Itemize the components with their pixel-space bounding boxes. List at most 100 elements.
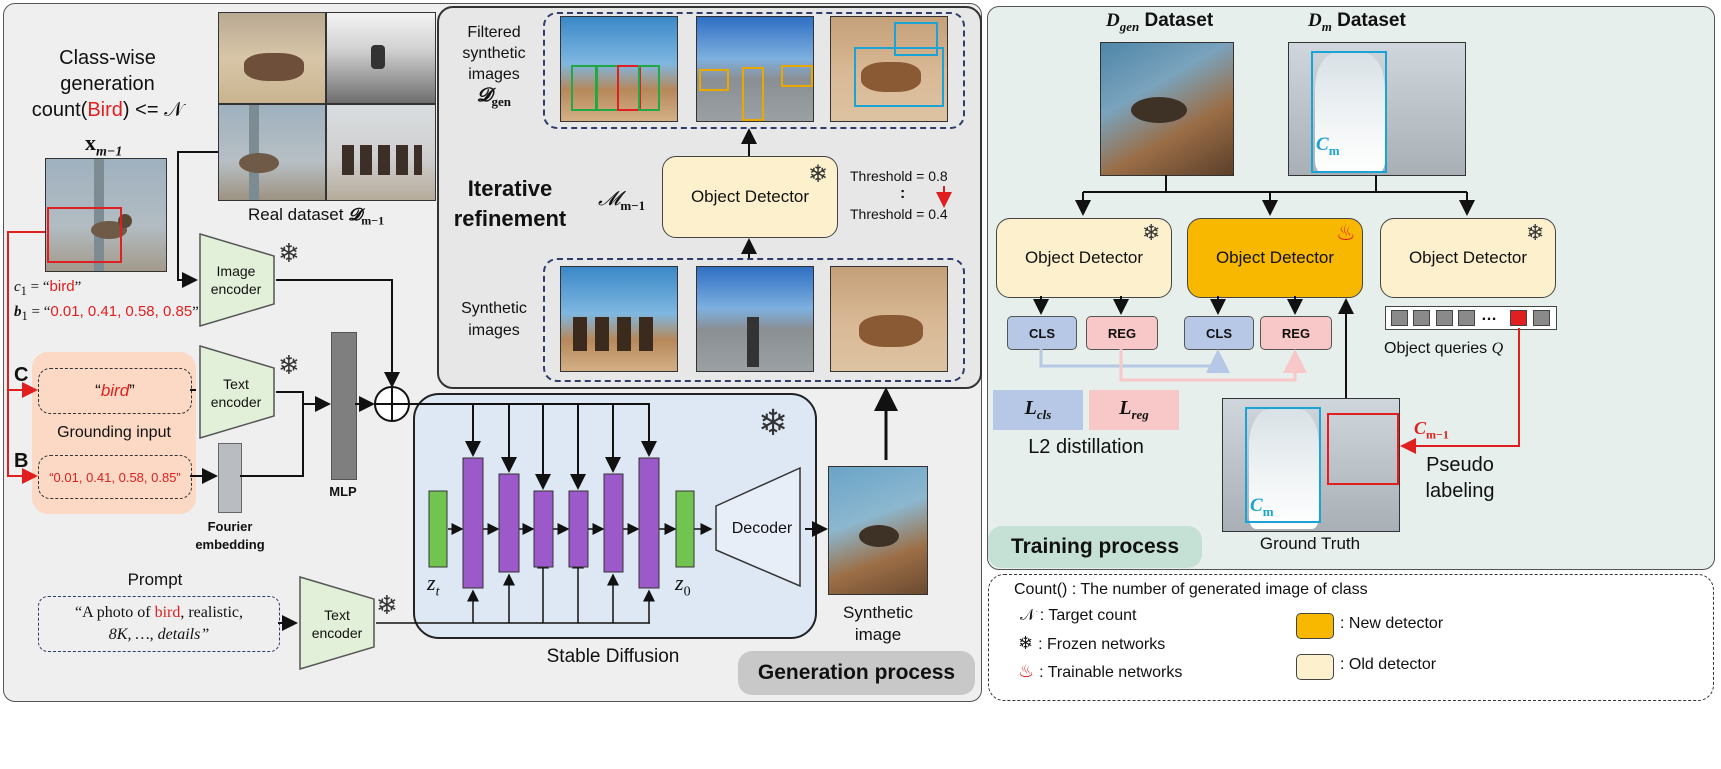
real-photo-parking-meter xyxy=(326,12,436,104)
lreg-loss: Lreg xyxy=(1089,390,1179,430)
snowflake-icon: ❄ xyxy=(808,161,829,188)
threshold-dots: : xyxy=(900,185,906,202)
prompt-box: “A photo of bird, realistic, 8K, …, deta… xyxy=(38,596,280,652)
legend-target: 𝒩 : Target count xyxy=(1020,607,1137,624)
snowflake-icon: ❄ xyxy=(278,238,300,268)
text-encoder-2-label: Text encoder xyxy=(311,607,363,641)
zt-block xyxy=(428,490,448,568)
cm-label-gt: Cm xyxy=(1250,495,1274,519)
text-encoder-1 xyxy=(199,344,275,440)
real-photo-bird xyxy=(218,104,326,201)
threshold-top: Threshold = 0.8 xyxy=(850,168,948,184)
refinement-object-detector: Object Detector xyxy=(662,156,838,238)
zt-label: zt xyxy=(427,570,440,600)
unet-down-2 xyxy=(498,473,520,573)
decoder-label: Decoder xyxy=(731,520,793,537)
real-dataset-label: Real dataset 𝓓m−1 xyxy=(248,205,385,228)
ground-truth-photo xyxy=(1222,398,1400,532)
snowflake-icon: ❄ xyxy=(376,590,398,620)
cm-bounding-box xyxy=(1311,51,1387,173)
training-detector-new: Object Detector xyxy=(1187,218,1363,298)
dgen-dataset-title: Dgen Dataset xyxy=(1106,10,1214,34)
grounding-input-panel xyxy=(32,352,196,514)
real-photo-horses-sitting xyxy=(218,12,326,104)
unet-blocks xyxy=(428,403,713,624)
legend-panel xyxy=(988,574,1714,701)
grounding-input-label: Grounding input xyxy=(57,424,171,441)
unet-down-1 xyxy=(462,457,484,589)
snowflake-icon: ❄ xyxy=(758,402,789,443)
training-process-label: Training process xyxy=(988,526,1202,568)
training-detector-old-left: Object Detector xyxy=(996,218,1172,298)
synthetic-horses-image xyxy=(560,266,678,372)
legend-new-detector-swatch xyxy=(1296,613,1334,639)
flame-icon: ♨ xyxy=(1336,220,1356,245)
snowflake-icon: ❄ xyxy=(1018,633,1039,653)
gt-cm-box xyxy=(1245,407,1321,523)
snowflake-icon: ❄ xyxy=(278,350,300,380)
mlp-label: MLP xyxy=(329,484,357,499)
label-C: C xyxy=(14,364,29,386)
x-m-1-label: xm−1 xyxy=(85,130,123,160)
image-encoder xyxy=(199,232,275,328)
legend-count: Count() : The number of generated image … xyxy=(1014,581,1368,598)
legend-trainable: ♨ : Trainable networks xyxy=(1018,661,1183,681)
filtered-cows-image xyxy=(830,16,948,122)
synthetic-images-dashed xyxy=(543,258,965,382)
classwise-title: Class-wise generation count(Bird) <= 𝒩 xyxy=(31,47,184,121)
unet-up-2 xyxy=(638,457,660,589)
decoder-block xyxy=(715,466,801,588)
ground-truth-label: Ground Truth xyxy=(1259,534,1361,553)
stable-diffusion-label: Stable Diffusion xyxy=(546,646,680,667)
b1-label: b1 = “0.01, 0.41, 0.58, 0.85” xyxy=(14,303,199,323)
training-detector-old-right: Object Detector xyxy=(1380,218,1556,298)
dm-vase-photo xyxy=(1288,42,1466,176)
snowflake-icon: ❄ xyxy=(1526,220,1545,245)
dgen-bird-photo xyxy=(1100,42,1234,176)
synthetic-street-image xyxy=(696,266,814,372)
legend-new-detector: : New detector xyxy=(1340,615,1444,632)
gt-cm1-box xyxy=(1327,413,1399,485)
synthetic-cows-image xyxy=(830,266,948,372)
cm-1-label: Cm−1 xyxy=(1414,418,1449,442)
image-encoder-label: Image encoder xyxy=(210,263,262,297)
legend-old-detector-swatch xyxy=(1296,654,1334,680)
mlp-block xyxy=(331,332,357,480)
threshold-bottom: Threshold = 0.4 xyxy=(850,206,948,222)
cls-head-old: CLS xyxy=(1007,316,1077,350)
lcls-loss: Lcls xyxy=(993,390,1083,430)
generation-process-label: Generation process xyxy=(738,651,975,695)
unet-mid-2 xyxy=(568,490,589,568)
z0-label: z0 xyxy=(675,570,691,600)
cm-label-top: Cm xyxy=(1316,134,1340,158)
bird-bounding-box xyxy=(47,207,122,263)
legend-old-detector: : Old detector xyxy=(1340,656,1437,673)
dm-dataset-title: Dm Dataset xyxy=(1308,10,1406,34)
model-m-1-label: 𝓜m−1 xyxy=(598,188,646,213)
filtered-horses-image xyxy=(560,16,678,122)
unet-mid-1 xyxy=(533,490,554,568)
reg-head-new: REG xyxy=(1260,316,1332,350)
z0-block xyxy=(675,490,695,568)
flame-icon: ♨ xyxy=(1018,661,1040,681)
object-queries-bar: … xyxy=(1385,306,1557,330)
text-encoder-2 xyxy=(299,575,375,671)
selected-query xyxy=(1510,310,1527,326)
c1-label: c1 = “bird” xyxy=(14,278,82,298)
real-photo-horses xyxy=(326,104,436,201)
unet-up-1 xyxy=(603,473,624,573)
object-queries-label: Object queries Q xyxy=(1384,340,1504,357)
label-B: B xyxy=(14,450,29,472)
filtered-street-image xyxy=(696,16,814,122)
synthetic-output-bird xyxy=(828,466,928,595)
l2-distillation-label: L2 distillation xyxy=(1028,436,1144,458)
source-bird-photo xyxy=(45,158,167,272)
